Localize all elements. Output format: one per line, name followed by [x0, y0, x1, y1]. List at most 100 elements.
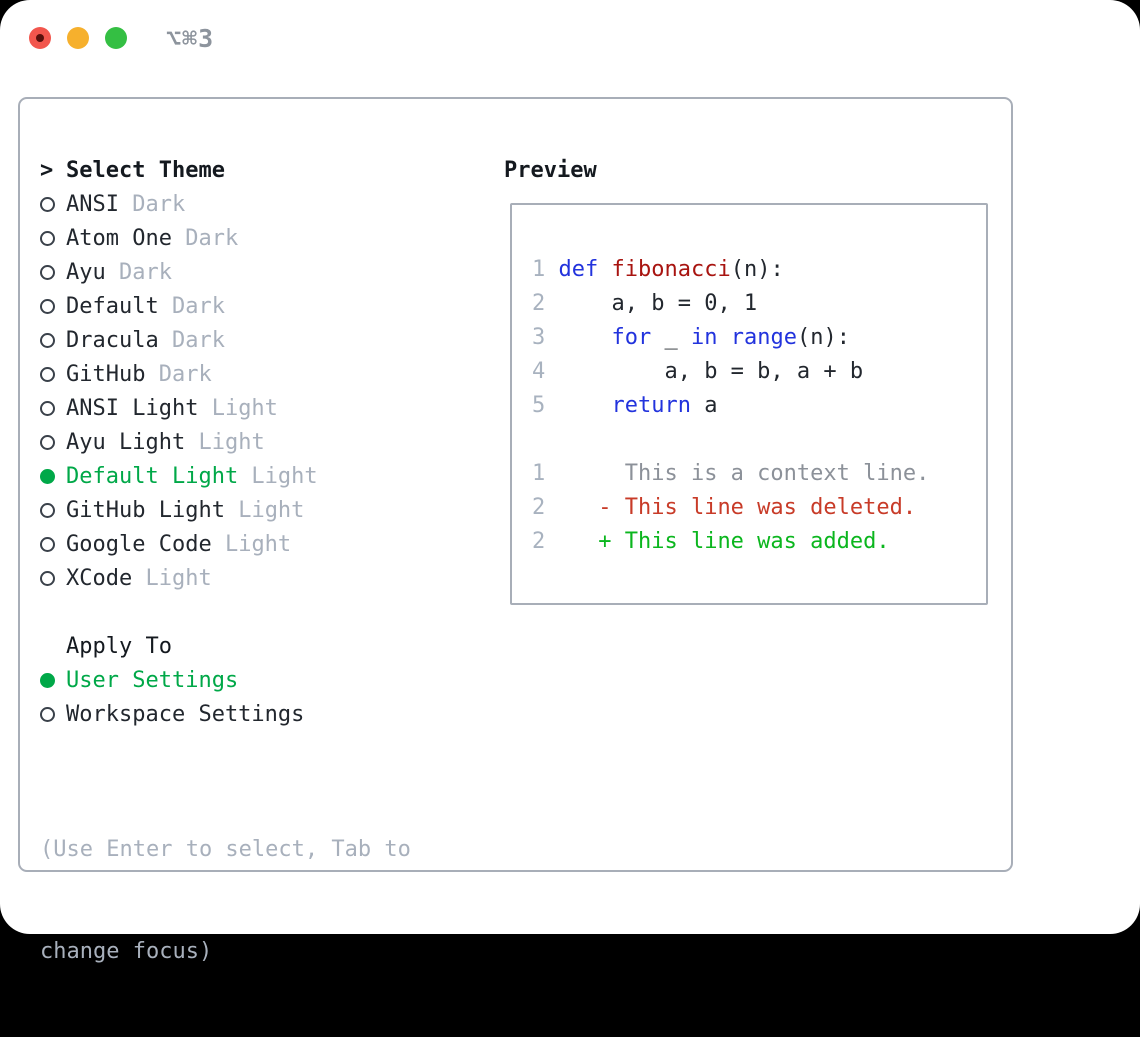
theme-option-atom-one-dark[interactable]: Atom One Dark [40, 221, 480, 255]
code-segment [559, 325, 612, 350]
theme-option-xcode-light[interactable]: XCode Light [40, 561, 480, 595]
code-line: 2 - This line was deleted. [532, 495, 986, 529]
theme-option-dracula-dark[interactable]: Dracula Dark [40, 323, 480, 357]
theme-list-header-row: > Select Theme [40, 153, 480, 187]
theme-variant-tag: Dark [145, 361, 212, 387]
theme-option-ayu-dark[interactable]: Ayu Dark [40, 255, 480, 289]
help-text-line2: change focus) [40, 939, 213, 964]
theme-option-ansi-light-light[interactable]: ANSI Light Light [40, 391, 480, 425]
apply-to-header: Apply To [66, 633, 172, 659]
code-line: 4 a, b = b, a + b [532, 359, 986, 393]
radio-unselected-icon [40, 400, 66, 416]
zoom-button[interactable] [105, 27, 127, 49]
radio-selected-icon [40, 468, 66, 484]
code-segment: (n): [796, 325, 850, 350]
code-line: 3 for _ in range(n): [532, 325, 986, 359]
line-number: 1 [532, 461, 559, 486]
preview-section: Preview 1 def fibonacci(n):2 a, b = 0, 1… [504, 153, 1004, 605]
code-segment: return [611, 393, 691, 418]
code-segment: for [611, 325, 652, 350]
code-segment: - This line was deleted. [558, 495, 917, 520]
radio-unselected-icon [40, 706, 66, 722]
theme-option-default-light-light[interactable]: Default Light Light [40, 459, 480, 493]
line-number: 5 [532, 393, 559, 418]
radio-unselected-icon [40, 264, 66, 280]
theme-variant-tag: Dark [105, 259, 172, 285]
theme-option-github-light-light[interactable]: GitHub Light Light [40, 493, 480, 527]
apply-option-user-settings[interactable]: User Settings [40, 663, 480, 697]
theme-name: GitHub Light [66, 497, 225, 523]
theme-option-ansi-dark[interactable]: ANSI Dark [40, 187, 480, 221]
radio-unselected-icon [40, 332, 66, 348]
code-segment: in [690, 325, 718, 350]
code-segment: + This line was added. [558, 529, 890, 554]
radio-unselected-icon [40, 502, 66, 518]
radio-unselected-icon [40, 366, 66, 382]
theme-name: Google Code [66, 531, 212, 557]
theme-name: XCode [66, 565, 133, 591]
code-segment: fibonacci [611, 257, 731, 282]
theme-option-default-dark[interactable]: Default Dark [40, 289, 480, 323]
theme-option-github-dark[interactable]: GitHub Dark [40, 357, 480, 391]
code-line: 2 a, b = 0, 1 [532, 291, 986, 325]
minimize-button[interactable] [67, 27, 89, 49]
theme-variant-tag: Light [185, 429, 265, 455]
theme-variant-tag: Light [238, 463, 318, 489]
code-segment: This is a context line. [558, 461, 930, 486]
theme-variant-tag: Dark [118, 191, 186, 217]
radio-unselected-icon [40, 570, 66, 586]
radio-unselected-icon [40, 434, 66, 450]
theme-variant-tag: Light [224, 497, 305, 523]
line-number: 1 [532, 257, 559, 282]
code-segment: _ [651, 325, 691, 350]
apply-option-label: Workspace Settings [66, 701, 305, 727]
preview-header: Preview [504, 157, 597, 183]
code-line: 1 This is a context line. [532, 461, 986, 495]
apply-option-label: User Settings [66, 667, 239, 693]
close-button[interactable] [29, 27, 51, 49]
theme-name: GitHub [66, 361, 146, 387]
titlebar: ⌥⌘3 [0, 0, 1140, 76]
theme-variant-tag: Light [198, 395, 278, 421]
apply-option-workspace-settings[interactable]: Workspace Settings [40, 697, 480, 731]
radio-selected-icon [40, 672, 66, 688]
theme-variant-tag: Dark [158, 327, 225, 353]
theme-variant-tag: Light [132, 565, 212, 591]
help-text: (Use Enter to select, Tab to change focu… [40, 765, 480, 1037]
line-number: 4 [532, 359, 559, 384]
line-number: 2 [532, 495, 559, 520]
apply-to-header-row: Apply To [40, 629, 480, 663]
help-text-line1: (Use Enter to select, Tab to [40, 837, 411, 862]
theme-option-ayu-light-light[interactable]: Ayu Light Light [40, 425, 480, 459]
focus-prompt-icon: > [40, 157, 54, 183]
window-title: ⌥⌘3 [166, 24, 215, 53]
radio-unselected-icon [40, 536, 66, 552]
line-number: 2 [532, 529, 559, 554]
theme-option-google-code-light[interactable]: Google Code Light [40, 527, 480, 561]
theme-name: ANSI [66, 191, 119, 217]
code-segment: (n): [730, 257, 784, 282]
theme-name: Atom One [66, 225, 172, 251]
theme-name: ANSI Light [66, 395, 199, 421]
theme-list-header: Select Theme [66, 157, 225, 183]
line-number: 3 [532, 325, 559, 350]
radio-unselected-icon [40, 298, 66, 314]
theme-variant-tag: Light [211, 531, 292, 557]
code-segment: a [690, 393, 718, 418]
theme-variant-tag: Dark [158, 293, 225, 319]
code-line [532, 427, 986, 461]
theme-name: Dracula [66, 327, 159, 353]
code-line: 1 def fibonacci(n): [532, 257, 986, 291]
code-segment [559, 393, 612, 418]
code-segment [717, 325, 730, 350]
theme-name: Default Light [66, 463, 239, 489]
code-line: 5 return a [532, 393, 986, 427]
